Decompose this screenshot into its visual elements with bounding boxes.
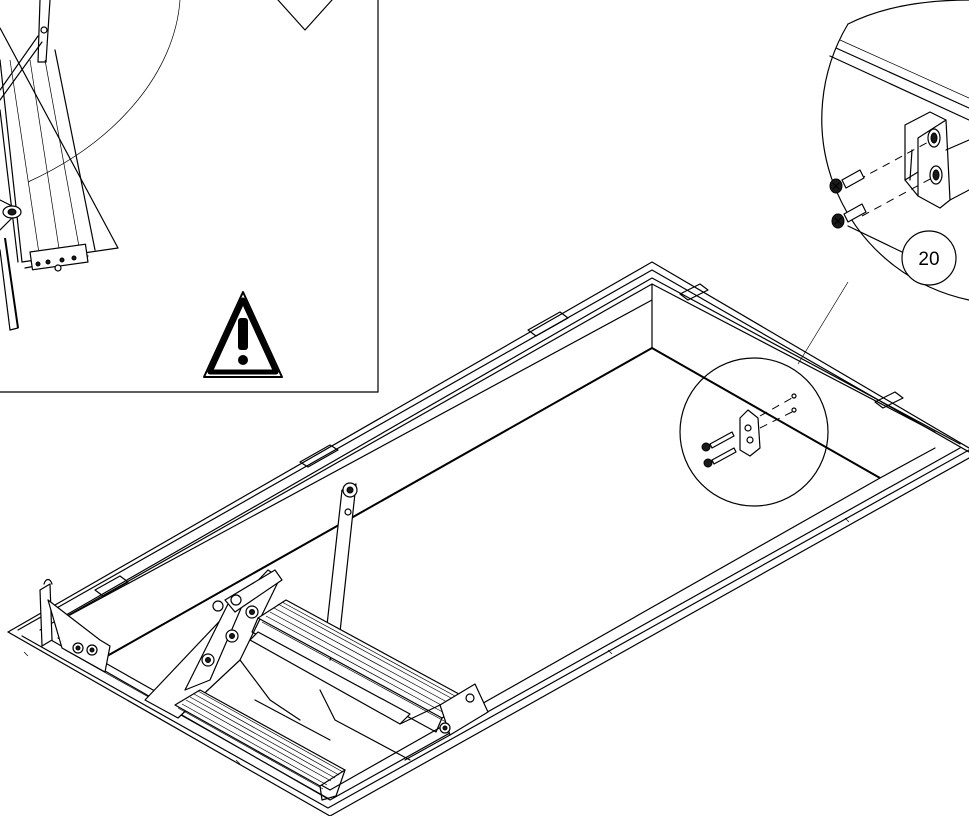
- ladder-tread-upper: [251, 599, 471, 733]
- large-bracket: [904, 111, 969, 209]
- left-hinge: [39, 578, 111, 673]
- detail-circle-small: [679, 281, 849, 507]
- small-screw-lower: [703, 447, 737, 468]
- inset-screw-plate: [29, 243, 89, 272]
- warning-triangle-icon: [203, 291, 283, 378]
- ladder-right-plate: [399, 683, 489, 761]
- detail-circle-large: 20: [821, 0, 969, 301]
- inset-bracket: [0, 199, 22, 331]
- ladder-tread-lower: [174, 689, 346, 801]
- hatch-frame: [7, 261, 969, 816]
- large-screw-upper: [829, 169, 865, 194]
- ladder-assembly: [39, 482, 489, 801]
- callout-20-label: 20: [918, 249, 939, 270]
- small-screw-upper: [701, 431, 735, 452]
- inset-hinge-arm: [0, 0, 51, 101]
- large-screw-lower: [831, 203, 867, 229]
- small-bracket: [739, 409, 761, 457]
- callout-20: 20: [901, 230, 957, 286]
- inset-panel-top-left: [0, 0, 379, 393]
